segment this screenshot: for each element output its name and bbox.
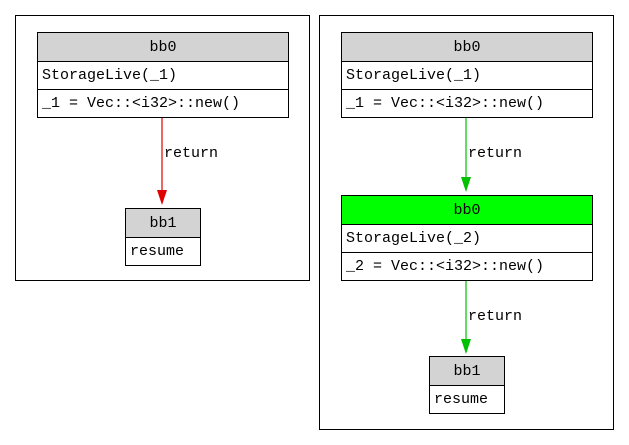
node-statement: resume (434, 391, 489, 408)
right-edge-1-arrowhead (461, 177, 471, 192)
node-statement: StorageLive(_1) (38, 62, 288, 90)
left-node-bb0: bb0 StorageLive(_1) _1 = Vec::<i32>::new… (37, 32, 289, 118)
node-statement: _2 = Vec::<i32>::new() (346, 258, 545, 275)
right-edge-label-1: return (468, 145, 523, 162)
right-node-bb0: bb0 StorageLive(_1) _1 = Vec::<i32>::new… (341, 32, 593, 118)
right-node-bb0-highlighted: bb0 StorageLive(_2) _2 = Vec::<i32>::new… (341, 195, 593, 281)
right-edge-label-2: return (468, 308, 523, 325)
left-edge-arrowhead (157, 190, 167, 205)
node-title: bb1 (126, 209, 200, 238)
node-title: bb0 (38, 33, 288, 62)
right-edge-2-arrowhead (461, 339, 471, 354)
node-title: bb0 (342, 33, 592, 62)
node-statement: StorageLive(_1) (342, 62, 592, 90)
node-title: bb1 (430, 357, 504, 386)
node-statement: _1 = Vec::<i32>::new() (346, 95, 545, 112)
node-statement: _1 = Vec::<i32>::new() (42, 95, 241, 112)
node-statement: StorageLive(_2) (342, 225, 592, 253)
left-node-bb1: bb1 resume (125, 208, 201, 266)
right-node-bb1: bb1 resume (429, 356, 505, 414)
node-statement: resume (130, 243, 185, 260)
node-title: bb0 (342, 196, 592, 225)
left-edge-label: return (164, 145, 219, 162)
